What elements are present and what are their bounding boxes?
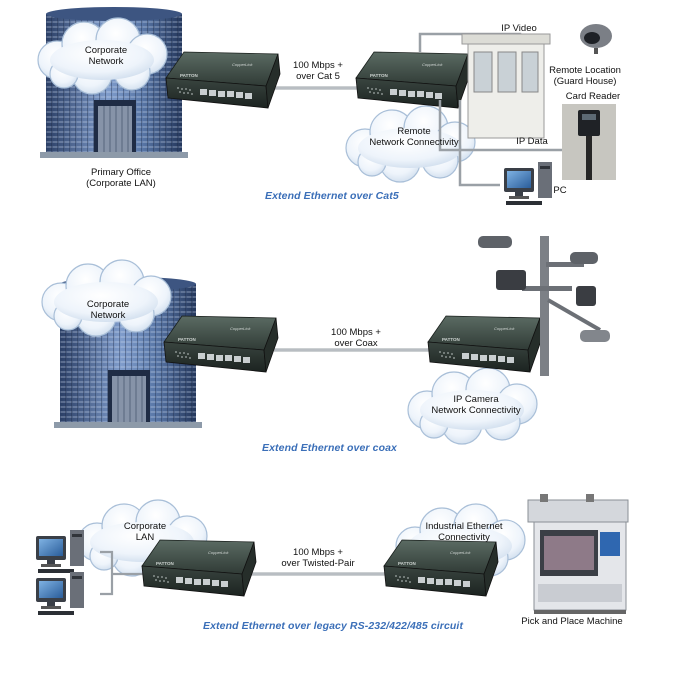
label-link-coax: 100 Mbps + over Coax	[331, 327, 381, 349]
label-industrial-connectivity: Industrial Ethernet Connectivity	[425, 521, 503, 543]
label-ip-camera-connectivity: IP Camera Network Connectivity	[431, 394, 521, 416]
device-brand-1: PATTON	[180, 73, 198, 78]
label-remote-location: Remote Location (Guard House)	[549, 65, 621, 87]
label-link-cat5: 100 Mbps + over Cat 5	[293, 60, 343, 82]
device-model-2: CopperLink	[422, 62, 443, 67]
label-ip-video: IP Video	[501, 23, 537, 34]
label-corporate-network: Corporate Network	[84, 45, 128, 67]
device-model-3: CopperLink	[230, 326, 251, 331]
guard-house	[461, 33, 551, 139]
extender-device-left-3	[141, 539, 257, 597]
label-pick-and-place: Pick and Place Machine	[521, 616, 623, 627]
pc-workstation	[504, 162, 552, 205]
device-model-6: CopperLink	[450, 550, 471, 555]
caption-cat5: Extend Ethernet over Cat5	[265, 190, 399, 202]
device-model-5: CopperLink	[208, 550, 229, 555]
lan-pc-1	[36, 530, 84, 573]
label-primary-office: Primary Office (Corporate LAN)	[86, 167, 156, 189]
device-brand-6: PATTON	[398, 561, 416, 566]
extender-device-left	[165, 51, 281, 109]
panel-coax	[41, 236, 610, 445]
device-brand-5: PATTON	[156, 561, 174, 566]
caption-twisted-pair: Extend Ethernet over legacy RS-232/422/4…	[203, 620, 464, 632]
label-card-reader: Card Reader	[565, 91, 621, 102]
security-camera	[478, 236, 610, 342]
device-model-4: CopperLink	[494, 326, 515, 331]
pick-and-place-machine	[527, 494, 629, 614]
camera-pole	[522, 236, 601, 376]
panel-cat5	[37, 6, 616, 205]
lan-pc-2	[36, 572, 84, 615]
label-corporate-network-2: Corporate Network	[86, 299, 130, 321]
label-remote-connectivity: Remote Network Connectivity	[369, 126, 459, 148]
ip-camera	[580, 24, 612, 54]
extender-device-right	[355, 51, 471, 109]
extender-device-left-2	[163, 315, 279, 373]
label-ip-data: IP Data	[516, 136, 548, 147]
label-pc: PC	[553, 185, 567, 196]
extender-device-right-3	[383, 539, 499, 597]
device-brand-3: PATTON	[178, 337, 196, 342]
label-link-twisted-pair: 100 Mbps + over Twisted-Pair	[281, 547, 355, 569]
device-brand-2: PATTON	[370, 73, 388, 78]
label-corporate-lan: Corporate LAN	[123, 521, 167, 543]
card-reader	[562, 104, 616, 180]
extender-device-right-2	[427, 315, 543, 373]
caption-coax: Extend Ethernet over coax	[262, 442, 397, 454]
panel-twisted-pair	[36, 494, 629, 615]
device-model-1: CopperLink	[232, 62, 253, 67]
device-brand-4: PATTON	[442, 337, 460, 342]
